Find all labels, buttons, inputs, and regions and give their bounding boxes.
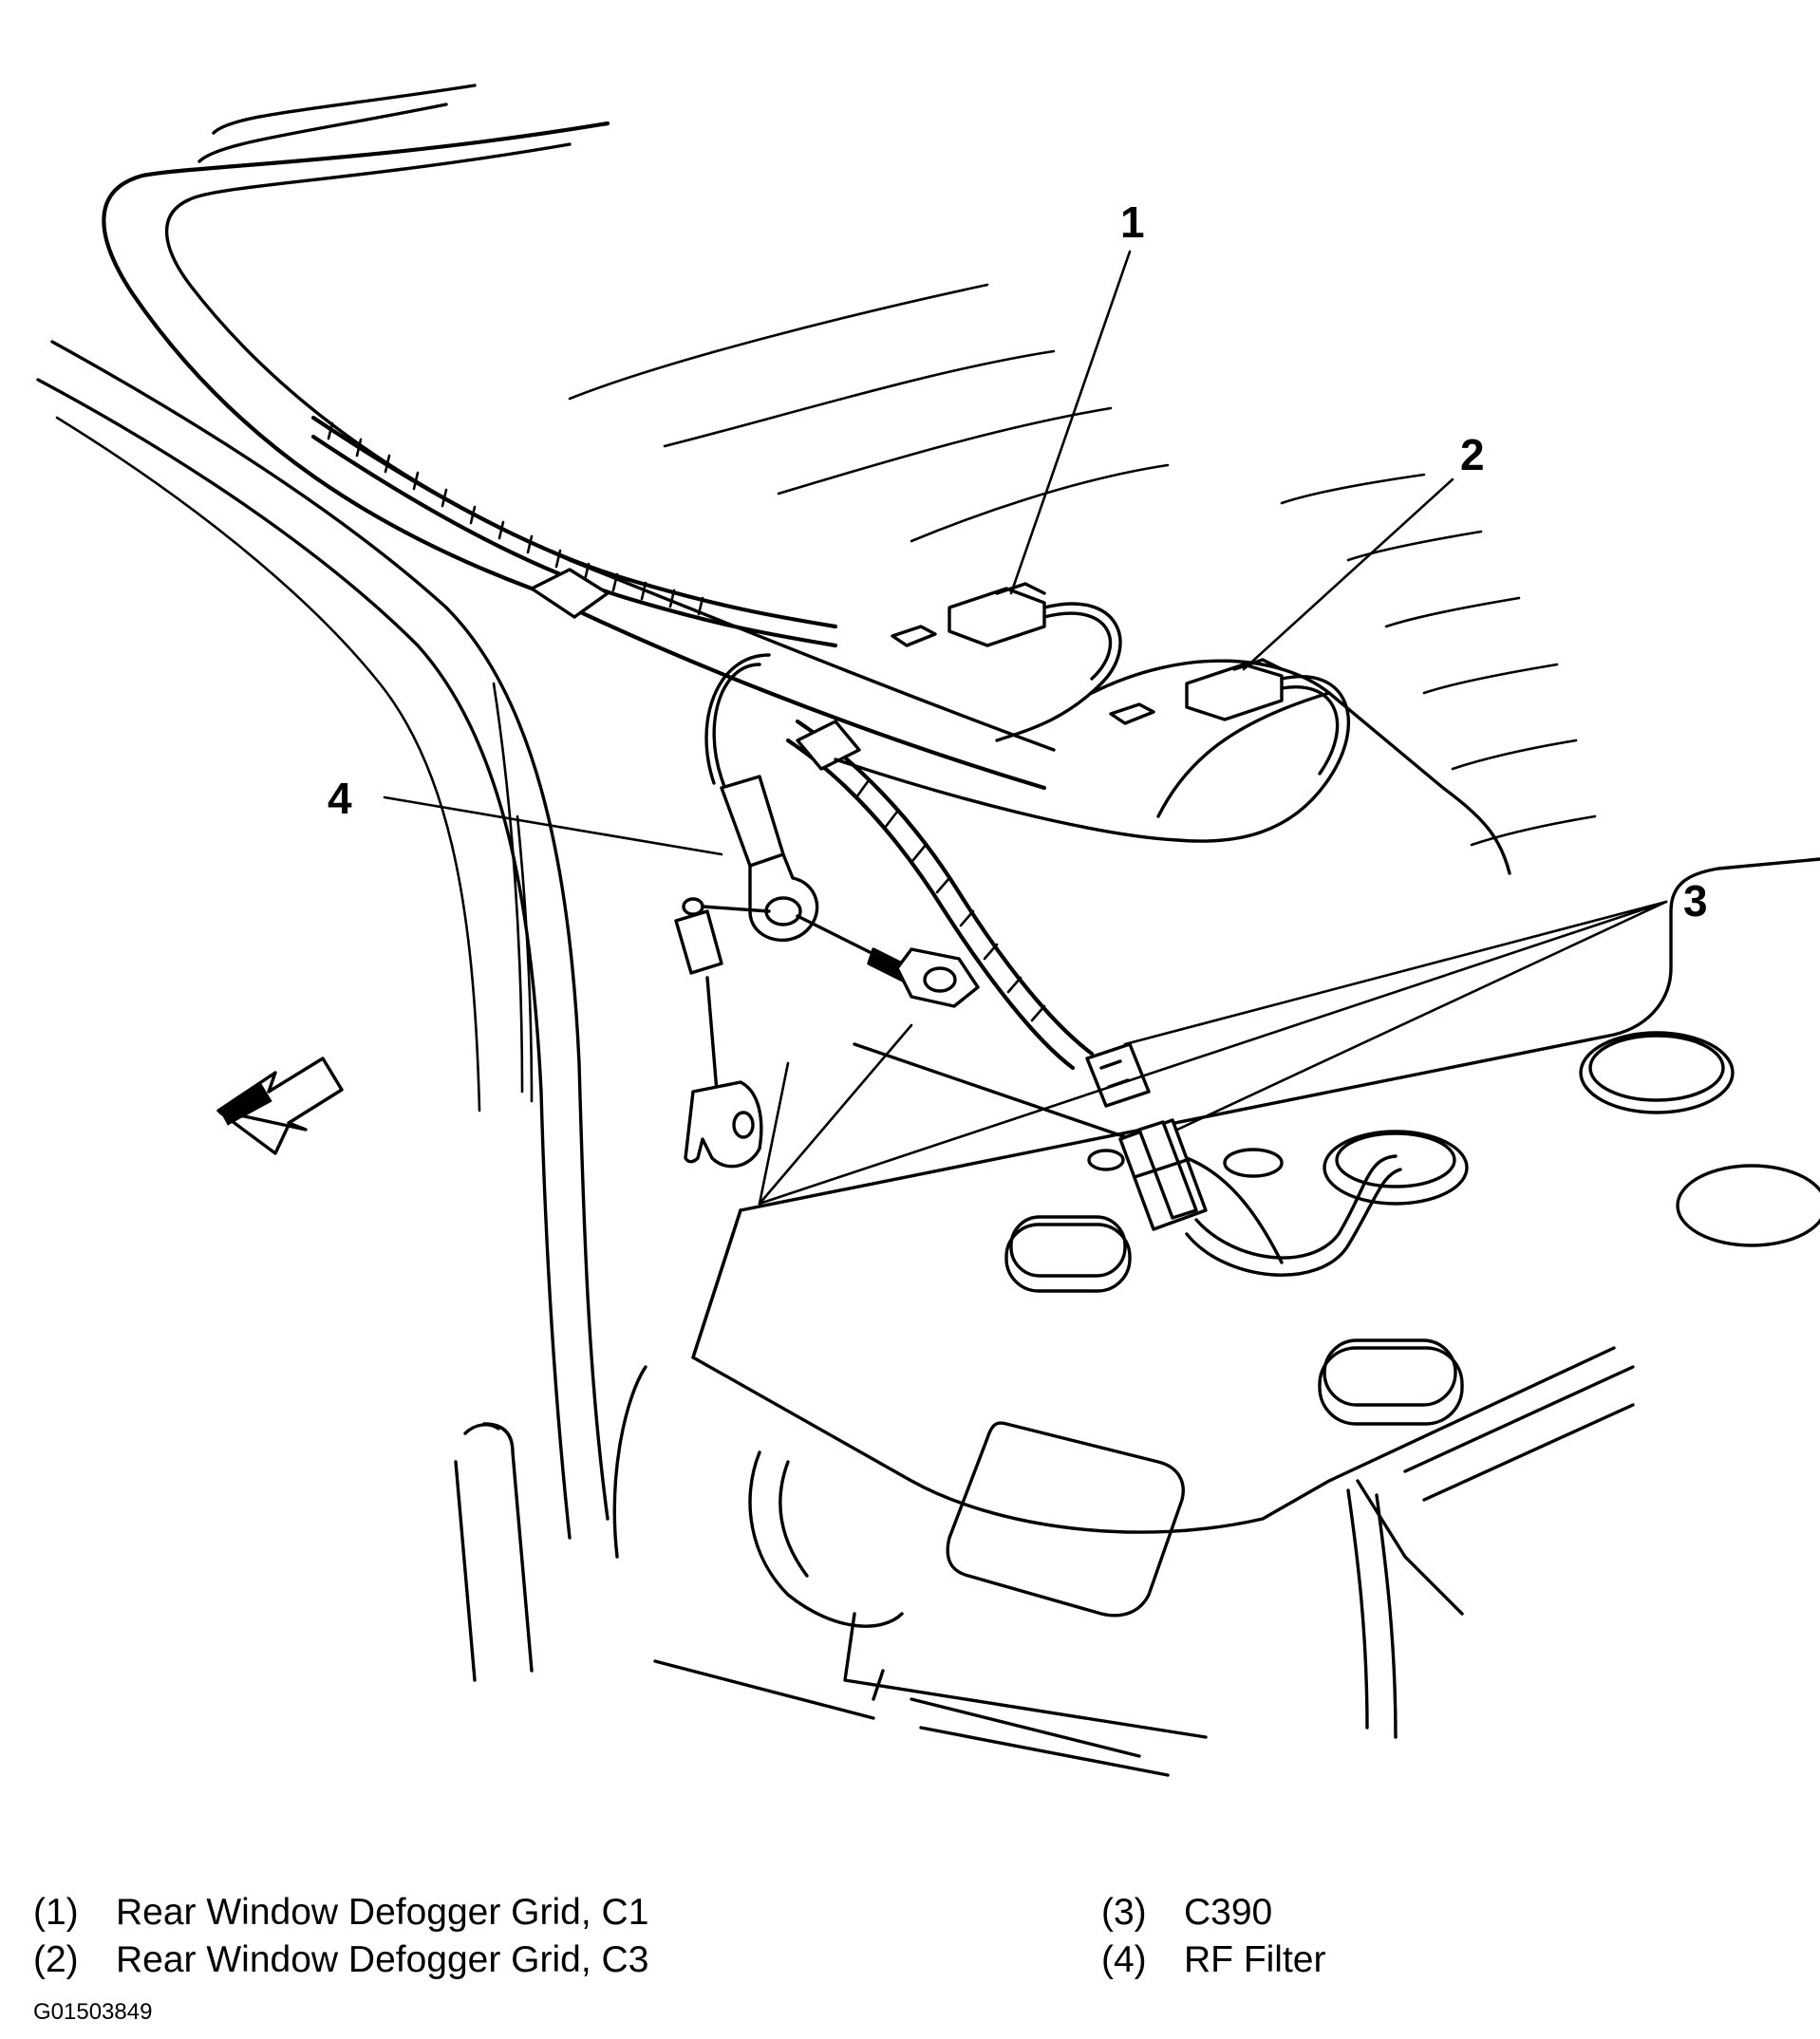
legend: (1) Rear Window Defogger Grid, C1 (2) Re… <box>0 1889 1820 1984</box>
legend-label: RF Filter <box>1184 1939 1326 1980</box>
rear-shelf-outline <box>691 659 1820 1739</box>
callout-2: 2 <box>1460 430 1485 479</box>
wiring-diagram-illustration: 1 2 3 4 <box>36 84 1820 1777</box>
callout-3: 3 <box>1683 876 1708 926</box>
legend-label: C390 <box>1184 1892 1273 1933</box>
clip-nut <box>674 909 763 1169</box>
legend-number: (3) <box>1101 1892 1147 1933</box>
c390-connectors <box>1085 1042 1402 1277</box>
rf-filter <box>682 775 980 1008</box>
legend-number: (2) <box>33 1939 79 1980</box>
callout-4: 4 <box>328 774 352 823</box>
rear-window-outline <box>102 84 1597 847</box>
callout-1: 1 <box>1120 197 1145 247</box>
left-pillar-lines <box>36 340 610 1540</box>
legend-number: (1) <box>33 1892 79 1933</box>
legend-label: Rear Window Defogger Grid, C3 <box>116 1939 649 1980</box>
legend-number: (4) <box>1101 1939 1147 1980</box>
forward-direction-arrow <box>216 1057 344 1155</box>
legend-label: Rear Window Defogger Grid, C1 <box>116 1892 649 1933</box>
figure-id: G01503849 <box>33 1999 153 2025</box>
callout-leader-lines <box>383 250 1668 1206</box>
defogger-grid-connectors <box>834 582 1351 843</box>
wiring-harness <box>310 415 1095 1071</box>
shelf-holes <box>1004 1031 1820 1426</box>
lower-trim-panel <box>454 1365 1208 1777</box>
